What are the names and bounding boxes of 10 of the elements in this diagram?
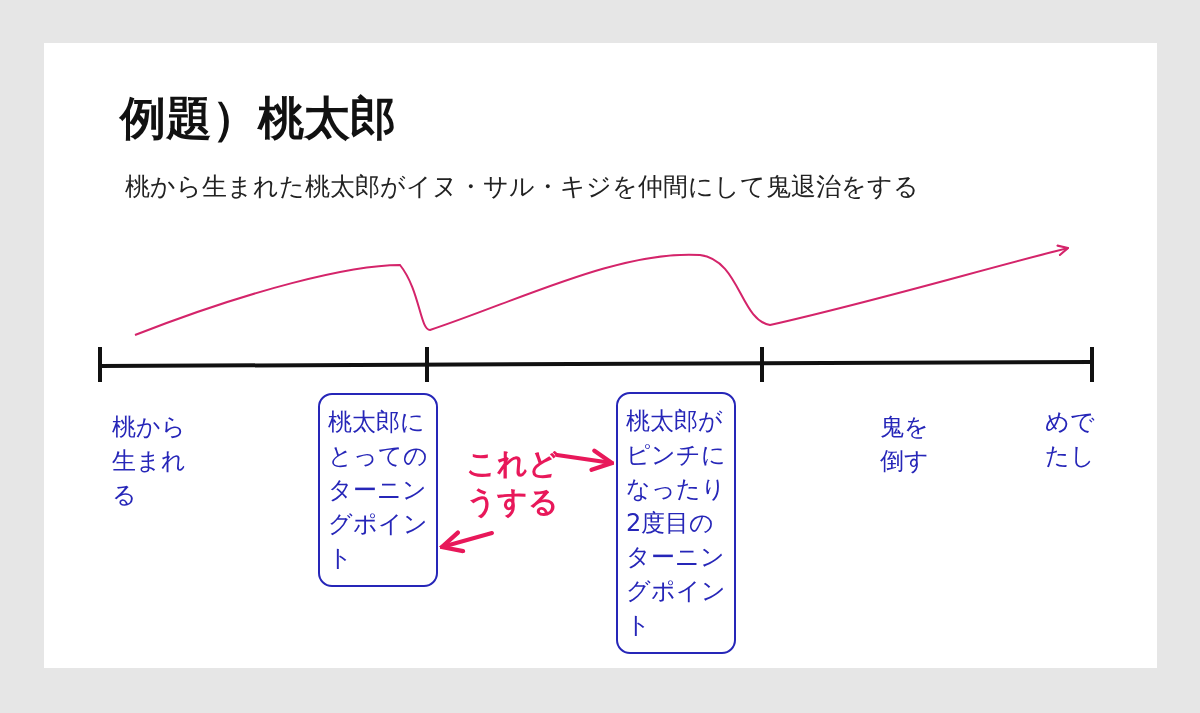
arrow — [555, 448, 615, 472]
turning-point-box: 桃太郎にとってのターニングポイント — [318, 393, 438, 587]
event-text: 鬼を倒す — [880, 410, 932, 478]
event-text: めでたし — [1045, 405, 1097, 473]
summary-text: 桃から生まれた桃太郎がイヌ・サル・キジを仲間にして鬼退治をする — [125, 171, 919, 203]
title: 例題）桃太郎 — [120, 90, 396, 147]
turning-point-box: 桃太郎がピンチになったり2度目のターニングポイント — [616, 392, 736, 654]
event-text: 桃から生まれる — [112, 410, 188, 512]
question-note: これどうする — [462, 445, 562, 521]
arrow — [439, 530, 494, 554]
